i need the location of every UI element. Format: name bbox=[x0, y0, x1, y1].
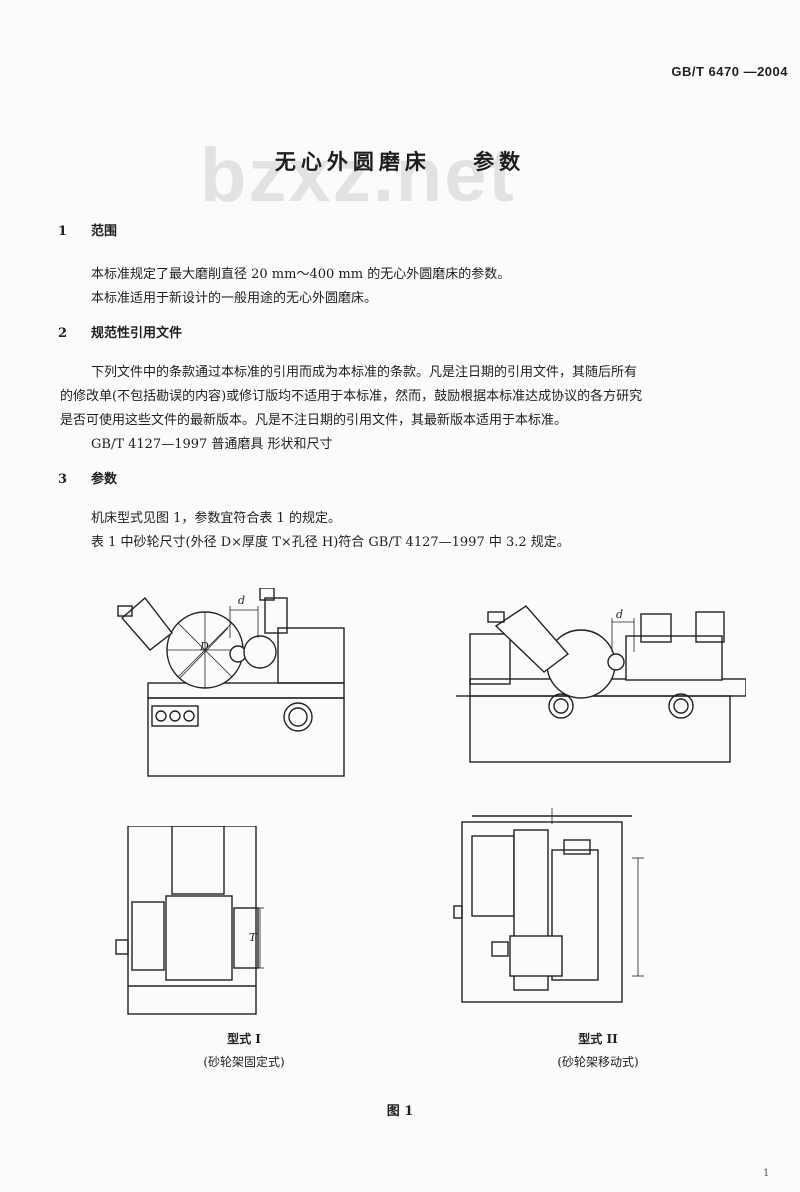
dim-label-D: D bbox=[200, 640, 209, 653]
page-mark: 1 bbox=[763, 1168, 770, 1179]
type-2-name: 型式 II bbox=[578, 1032, 618, 1046]
document-title: 无心外圆磨床 参数 bbox=[274, 149, 526, 174]
dim-label-d: d bbox=[238, 594, 246, 607]
section-title: 规范性引用文件 bbox=[91, 326, 183, 341]
paragraph: 下列文件中的条款通过本标准的引用而成为本标准的条款。凡是注日期的引用文件，其随后… bbox=[91, 365, 638, 380]
type-2-front-view-drawing: d bbox=[456, 604, 746, 764]
type-1-caption: 型式 I (砂轮架固定式) bbox=[164, 1030, 324, 1070]
type-2-top-view-drawing bbox=[452, 806, 652, 1006]
paragraph: 的修改单(不包括勘误的内容)或修订版均不适用于本标准，然而，鼓励根据本标准达成协… bbox=[60, 389, 643, 404]
type-2-desc: (砂轮架移动式) bbox=[557, 1055, 639, 1069]
figure-caption: 图 1 bbox=[386, 1104, 414, 1119]
type-1-top-view-drawing: T bbox=[112, 826, 272, 1016]
section-1-heading: 1 范围 bbox=[58, 220, 117, 239]
type-2-caption: 型式 II (砂轮架移动式) bbox=[518, 1030, 678, 1070]
section-title: 参数 bbox=[91, 472, 118, 487]
standard-number: GB/T 6470 —2004 bbox=[671, 64, 788, 79]
dim-label-d: d bbox=[616, 608, 624, 621]
type-1-desc: (砂轮架固定式) bbox=[203, 1055, 285, 1069]
section-title: 范围 bbox=[91, 224, 118, 239]
watermark: bzxz.net bbox=[200, 133, 516, 218]
paragraph: 表 1 中砂轮尺寸(外径 D×厚度 T×孔径 H)符合 GB/T 4127—19… bbox=[91, 535, 570, 550]
section-number: 1 bbox=[58, 224, 68, 239]
type-1-name: 型式 I bbox=[227, 1032, 261, 1046]
section-2-heading: 2 规范性引用文件 bbox=[58, 322, 182, 341]
type-1-front-view-drawing: d D bbox=[110, 588, 360, 778]
reference-entry: GB/T 4127—1997 普通磨具 形状和尺寸 bbox=[91, 437, 333, 452]
section-number: 2 bbox=[58, 326, 68, 341]
paragraph: 本标准规定了最大磨削直径 20 mm～400 mm 的无心外圆磨床的参数。 bbox=[91, 267, 511, 282]
dim-label-T: T bbox=[249, 931, 257, 944]
section-3-heading: 3 参数 bbox=[58, 468, 117, 487]
section-number: 3 bbox=[58, 472, 68, 487]
paragraph: 本标准适用于新设计的一般用途的无心外圆磨床。 bbox=[91, 291, 378, 306]
paragraph: 机床型式见图 1，参数宜符合表 1 的规定。 bbox=[91, 511, 341, 526]
paragraph: 是否可使用这些文件的最新版本。凡是不注日期的引用文件，其最新版本适用于本标准。 bbox=[60, 413, 568, 428]
